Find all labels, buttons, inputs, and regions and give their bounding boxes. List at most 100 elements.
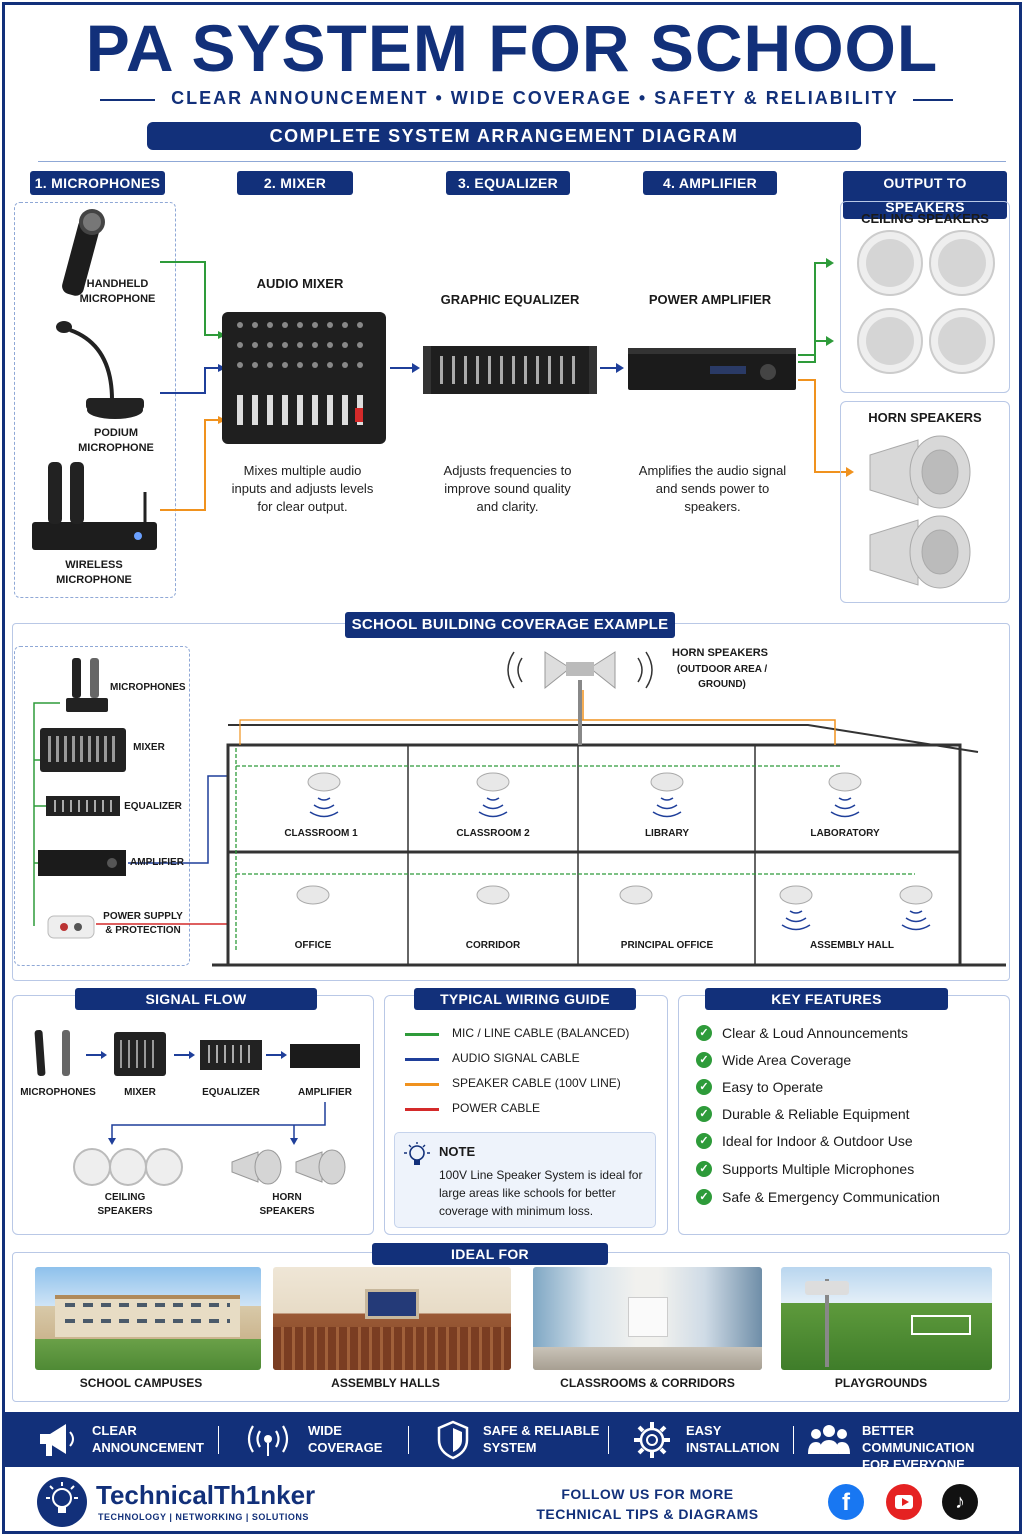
broadcast-icon [247,1425,289,1456]
banner: COMPLETE SYSTEM ARRANGEMENT DIAGRAM [147,122,861,150]
legend-mic-label: MIC / LINE CABLE (BALANCED) [452,1026,630,1040]
rack-mixer-icon [40,728,126,772]
feature-item: ✓Durable & Reliable Equipment [696,1106,910,1122]
bar-separator [608,1426,609,1454]
rack-label-mixer: MIXER [133,742,165,753]
horn-speakers-panel [840,401,1010,603]
brand-logo-icon [37,1477,87,1527]
check-icon: ✓ [696,1079,712,1095]
ideal-for-title: IDEAL FOR [372,1243,608,1265]
school-building-diagram [33,651,1006,967]
room-corridor: CORRIDOR [465,940,521,951]
check-icon: ✓ [696,1133,712,1149]
ideal-label-classrooms: CLASSROOMS & CORRIDORS [560,1376,735,1390]
check-icon: ✓ [696,1106,712,1122]
legend-power-label: POWER CABLE [452,1101,541,1115]
equalizer-title: GRAPHIC EQUALIZER [440,292,580,307]
room-assembly-hall: ASSEMBLY HALL [810,940,894,951]
shield-icon [437,1420,469,1460]
outdoor-horn-speaker-icon [507,651,653,745]
ideal-label-playgrounds: PLAYGROUNDS [834,1376,928,1390]
ideal-label-assembly-halls: ASSEMBLY HALLS [331,1376,440,1390]
note-box [394,1132,656,1228]
check-icon: ✓ [696,1161,712,1177]
room-principal-office: PRINCIPAL OFFICE [620,940,714,951]
room-classroom-2: CLASSROOM 2 [456,828,530,839]
coverage-horn-label: HORN SPEAKERS [672,647,768,659]
flow-label-ceiling: CEILING SPEAKERS [97,1192,153,1217]
brand-name: TechnicalTh1nker [96,1480,316,1510]
graphic-equalizer-icon [423,346,597,394]
corridor-image [533,1267,762,1370]
bar-separator [218,1426,219,1454]
wireless-mic-label: WIRELESS MICROPHONE [56,559,132,586]
gear-icon [634,1422,670,1458]
brand-tagline: TECHNOLOGY | NETWORKING | SOLUTIONS [98,1512,309,1522]
power-amplifier-icon [628,348,796,390]
feature-item: ✓Supports Multiple Microphones [696,1161,914,1177]
coverage-horn-sublabel: (OUTDOOR AREA / GROUND) [676,664,768,690]
podium-microphone-icon [56,321,144,419]
group-icon [808,1425,850,1454]
follow-line-2: TECHNICAL TIPS & DIAGRAMS [536,1506,759,1522]
tiktok-icon[interactable]: ♪ [942,1484,978,1520]
rack-label-microphones: MICROPHONES [110,682,186,693]
flow-label-mixer: MIXER [124,1087,156,1098]
wiring-guide-title: TYPICAL WIRING GUIDE [414,988,636,1010]
legend-audio-line [405,1058,439,1061]
audio-mixer-icon [222,312,386,444]
flow-label-amplifier: AMPLIFIER [298,1087,352,1098]
facebook-icon[interactable]: f [828,1484,864,1520]
step-mixer: 2. MIXER [237,171,353,195]
room-classroom-1: CLASSROOM 1 [284,828,358,839]
step-equalizer: 3. EQUALIZER [446,171,570,195]
amplifier-description: Amplifies the audio signal and sends pow… [638,463,787,514]
megaphone-icon [40,1424,74,1456]
legend-mic-line [405,1033,439,1036]
room-speaker-icon [296,772,933,905]
ceiling-speaker-icon [857,230,995,374]
rack-label-equalizer: EQUALIZER [124,801,182,812]
rack-label-power-supply: POWER SUPPLY & PROTECTION [103,911,183,936]
rack-panel [14,646,190,966]
step-output: OUTPUT TO SPEAKERS [843,171,1007,219]
rack-amplifier-icon [38,850,126,876]
room-office: OFFICE [294,940,332,951]
room-laboratory: LABORATORY [810,828,880,839]
feature-item: ✓Clear & Loud Announcements [696,1025,908,1041]
benefits-bar [4,1412,1020,1467]
school-campus-image [35,1267,261,1370]
legend-speaker-label: SPEAKER CABLE (100V LINE) [452,1076,621,1090]
legend-speaker-line [405,1083,439,1086]
power-supply-icon [47,915,95,939]
assembly-hall-image [273,1267,511,1370]
page-subtitle: CLEAR ANNOUNCEMENT • WIDE COVERAGE • SAF… [171,88,899,108]
youtube-icon[interactable] [886,1484,922,1520]
flow-label-equalizer: EQUALIZER [202,1087,260,1098]
note-text: 100V Line Speaker System is ideal for la… [439,1168,643,1218]
microphones-panel [14,202,176,598]
podium-mic-label: PODIUM MICROPHONE [78,427,154,454]
horn-speakers-label: HORN SPEAKERS [868,410,982,425]
ceiling-speakers-label: CEILING SPEAKERS [861,211,989,226]
check-icon: ✓ [696,1052,712,1068]
feature-item: ✓Ideal for Indoor & Outdoor Use [696,1133,913,1149]
equalizer-description: Adjusts frequencies to improve sound qua… [443,463,572,514]
bar-separator [793,1426,794,1454]
divider [38,161,1006,162]
coverage-title: SCHOOL BUILDING COVERAGE EXAMPLE [345,612,675,638]
wireless-microphone-icon [32,462,157,550]
legend-power-line [405,1108,439,1111]
room-library: LIBRARY [644,828,690,839]
check-icon: ✓ [696,1025,712,1041]
check-icon: ✓ [696,1189,712,1205]
flow-label-horn: HORN SPEAKERS [259,1192,315,1217]
legend-audio-label: AUDIO SIGNAL CABLE [452,1051,580,1065]
page-title: PA SYSTEM FOR SCHOOL [85,11,939,85]
step-microphones: 1. MICROPHONES [30,171,165,195]
handheld-mic-label: HANDHELD MICROPHONE [79,278,156,305]
